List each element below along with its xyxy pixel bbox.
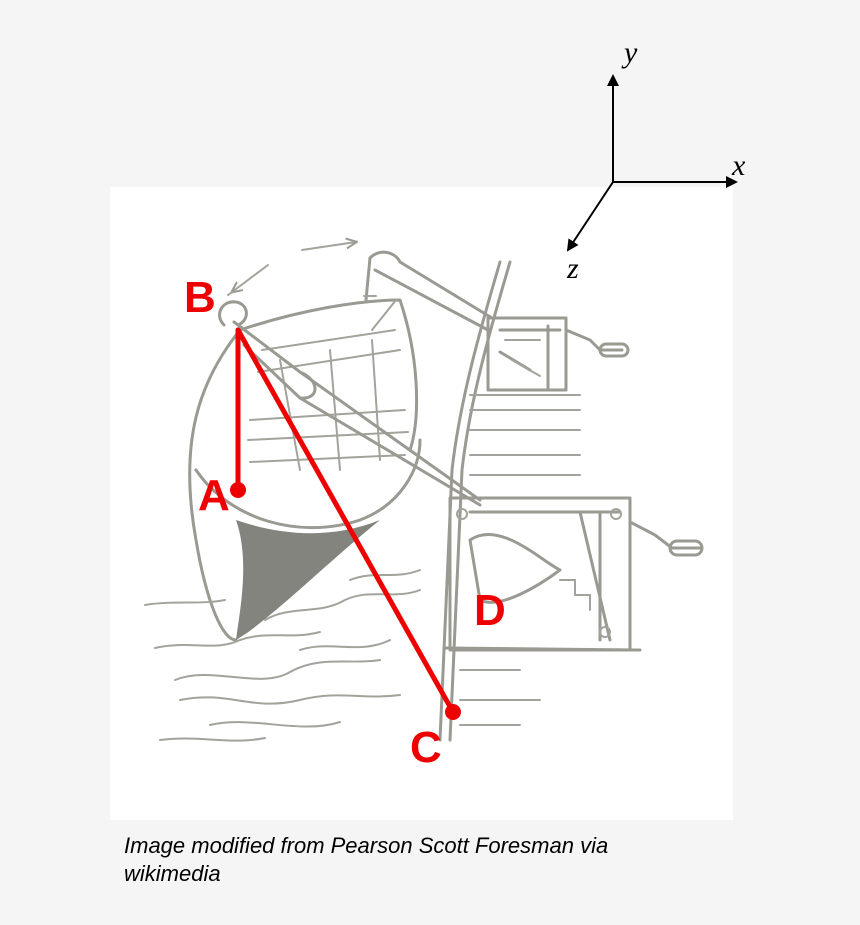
boat-davit-winch-sketch-icon: [144, 242, 704, 742]
label-point-c: C: [410, 723, 442, 772]
caption-line-2: wikimedia: [124, 861, 221, 886]
point-a-marker: [230, 482, 246, 498]
vector-bc: [235, 327, 456, 715]
z-axis-arrow: [566, 181, 614, 252]
label-point-a: A: [198, 471, 230, 520]
image-caption: Image modified from Pearson Scott Foresm…: [124, 832, 724, 888]
position-vectors: [230, 327, 461, 720]
x-axis-label: x: [731, 149, 746, 182]
label-point-d: D: [474, 586, 506, 635]
label-point-b: B: [184, 273, 216, 322]
z-axis-label: z: [566, 252, 579, 285]
y-axis-label: y: [621, 36, 638, 69]
caption-line-1: Image modified from Pearson Scott Foresm…: [124, 833, 609, 858]
coordinate-axes: y x z: [566, 36, 746, 285]
point-c-marker: [445, 704, 461, 720]
